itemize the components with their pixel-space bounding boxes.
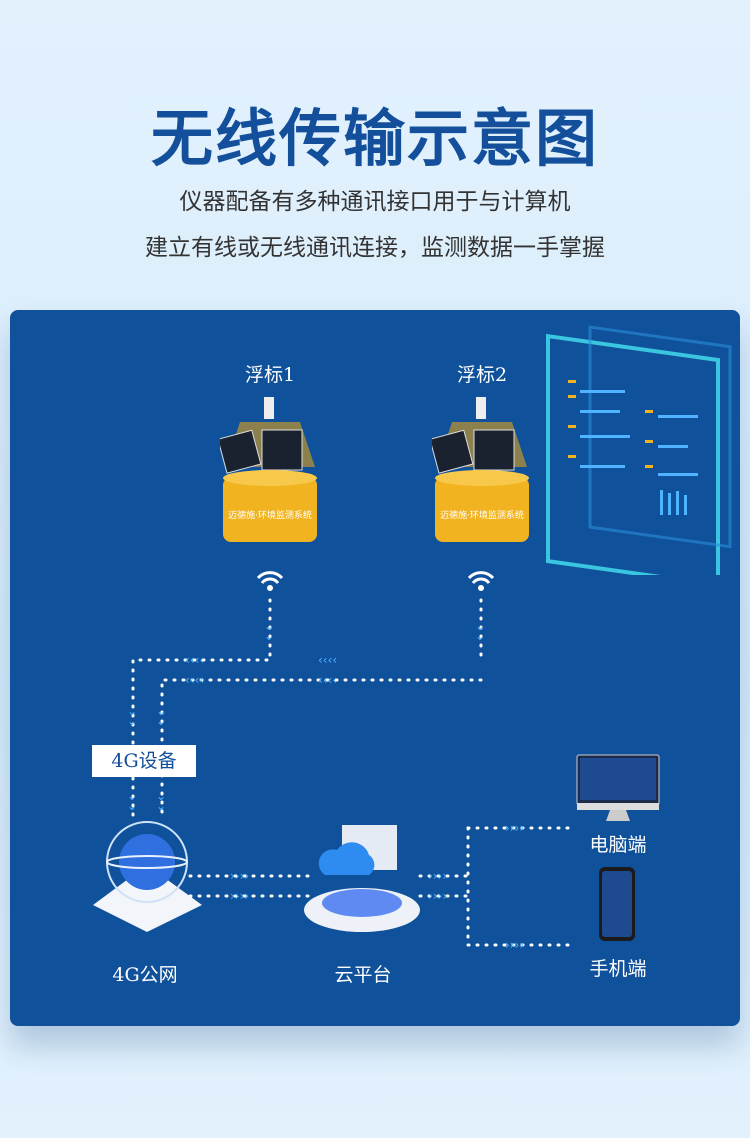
dashboard-illustration	[546, 325, 732, 575]
svg-text:⌄: ⌄	[264, 619, 274, 633]
page-title: 无线传输示意图	[150, 102, 599, 175]
svg-text:⌄: ⌄	[264, 629, 274, 643]
svg-text:⌄: ⌄	[127, 704, 137, 718]
4g-network-globe-icon	[93, 821, 202, 932]
svg-text:⌄: ⌄	[127, 789, 137, 803]
svg-text:⌄: ⌄	[127, 799, 137, 813]
subtitle-line-2: 建立有线或无线通讯连接，监测数据一手掌握	[145, 235, 605, 261]
svg-text:⌄: ⌄	[475, 619, 485, 633]
mobile-phone-icon	[599, 867, 635, 941]
4g-device-label: 4G设备	[92, 745, 196, 777]
buoy-1-label: 浮标1	[244, 364, 296, 386]
svg-text:››››: ››››	[505, 938, 524, 952]
svg-text:⌄: ⌄	[127, 714, 137, 728]
buoy-2-image: 迈德施·环境监测系统	[432, 397, 529, 542]
svg-text:⌄: ⌄	[475, 629, 485, 643]
connection-lines: ⌄⌄⌄⌄ ‹‹‹‹‹‹‹‹‹‹‹‹‹‹‹‹ ⌄⌄⌄⌄ ⌄⌄⌄⌄ ››››››››…	[127, 571, 572, 952]
cloud-platform-label: 云平台	[334, 964, 392, 986]
cloud-platform-icon	[304, 825, 420, 932]
buoy-2-body-text: 迈德施·环境监测系统	[440, 509, 524, 521]
4g-network-label: 4G公网	[112, 964, 178, 986]
mobile-label: 手机端	[589, 958, 647, 980]
svg-text:‹‹‹‹: ‹‹‹‹	[185, 653, 204, 667]
svg-text:⌄: ⌄	[156, 799, 166, 813]
svg-text:⌄: ⌄	[156, 789, 166, 803]
svg-text:››››: ››››	[230, 869, 249, 883]
arrow-marks: ⌄⌄⌄⌄ ‹‹‹‹‹‹‹‹‹‹‹‹‹‹‹‹ ⌄⌄⌄⌄ ⌄⌄⌄⌄ ››››››››…	[127, 619, 524, 952]
subtitle-line-1: 仪器配备有多种通讯接口用于与计算机	[179, 189, 571, 215]
svg-text:‹‹‹‹: ‹‹‹‹	[185, 673, 204, 687]
svg-text:››››: ››››	[230, 889, 249, 903]
svg-text:››››: ››››	[505, 821, 524, 835]
buoy-1-image: 迈德施·环境监测系统	[220, 397, 317, 542]
buoy-2-label: 浮标2	[456, 364, 508, 386]
pc-label: 电脑端	[589, 834, 647, 856]
wifi-icons	[256, 571, 495, 591]
svg-text:‹‹‹‹: ‹‹‹‹	[318, 653, 337, 667]
buoy-1-body-text: 迈德施·环境监测系统	[228, 509, 312, 521]
svg-text:‹‹‹‹: ‹‹‹‹	[318, 673, 337, 687]
svg-text:⌄: ⌄	[156, 704, 166, 718]
svg-text:››››: ››››	[428, 889, 447, 903]
svg-text:⌄: ⌄	[156, 714, 166, 728]
computer-icon	[576, 754, 660, 821]
svg-text:››››: ››››	[428, 869, 447, 883]
